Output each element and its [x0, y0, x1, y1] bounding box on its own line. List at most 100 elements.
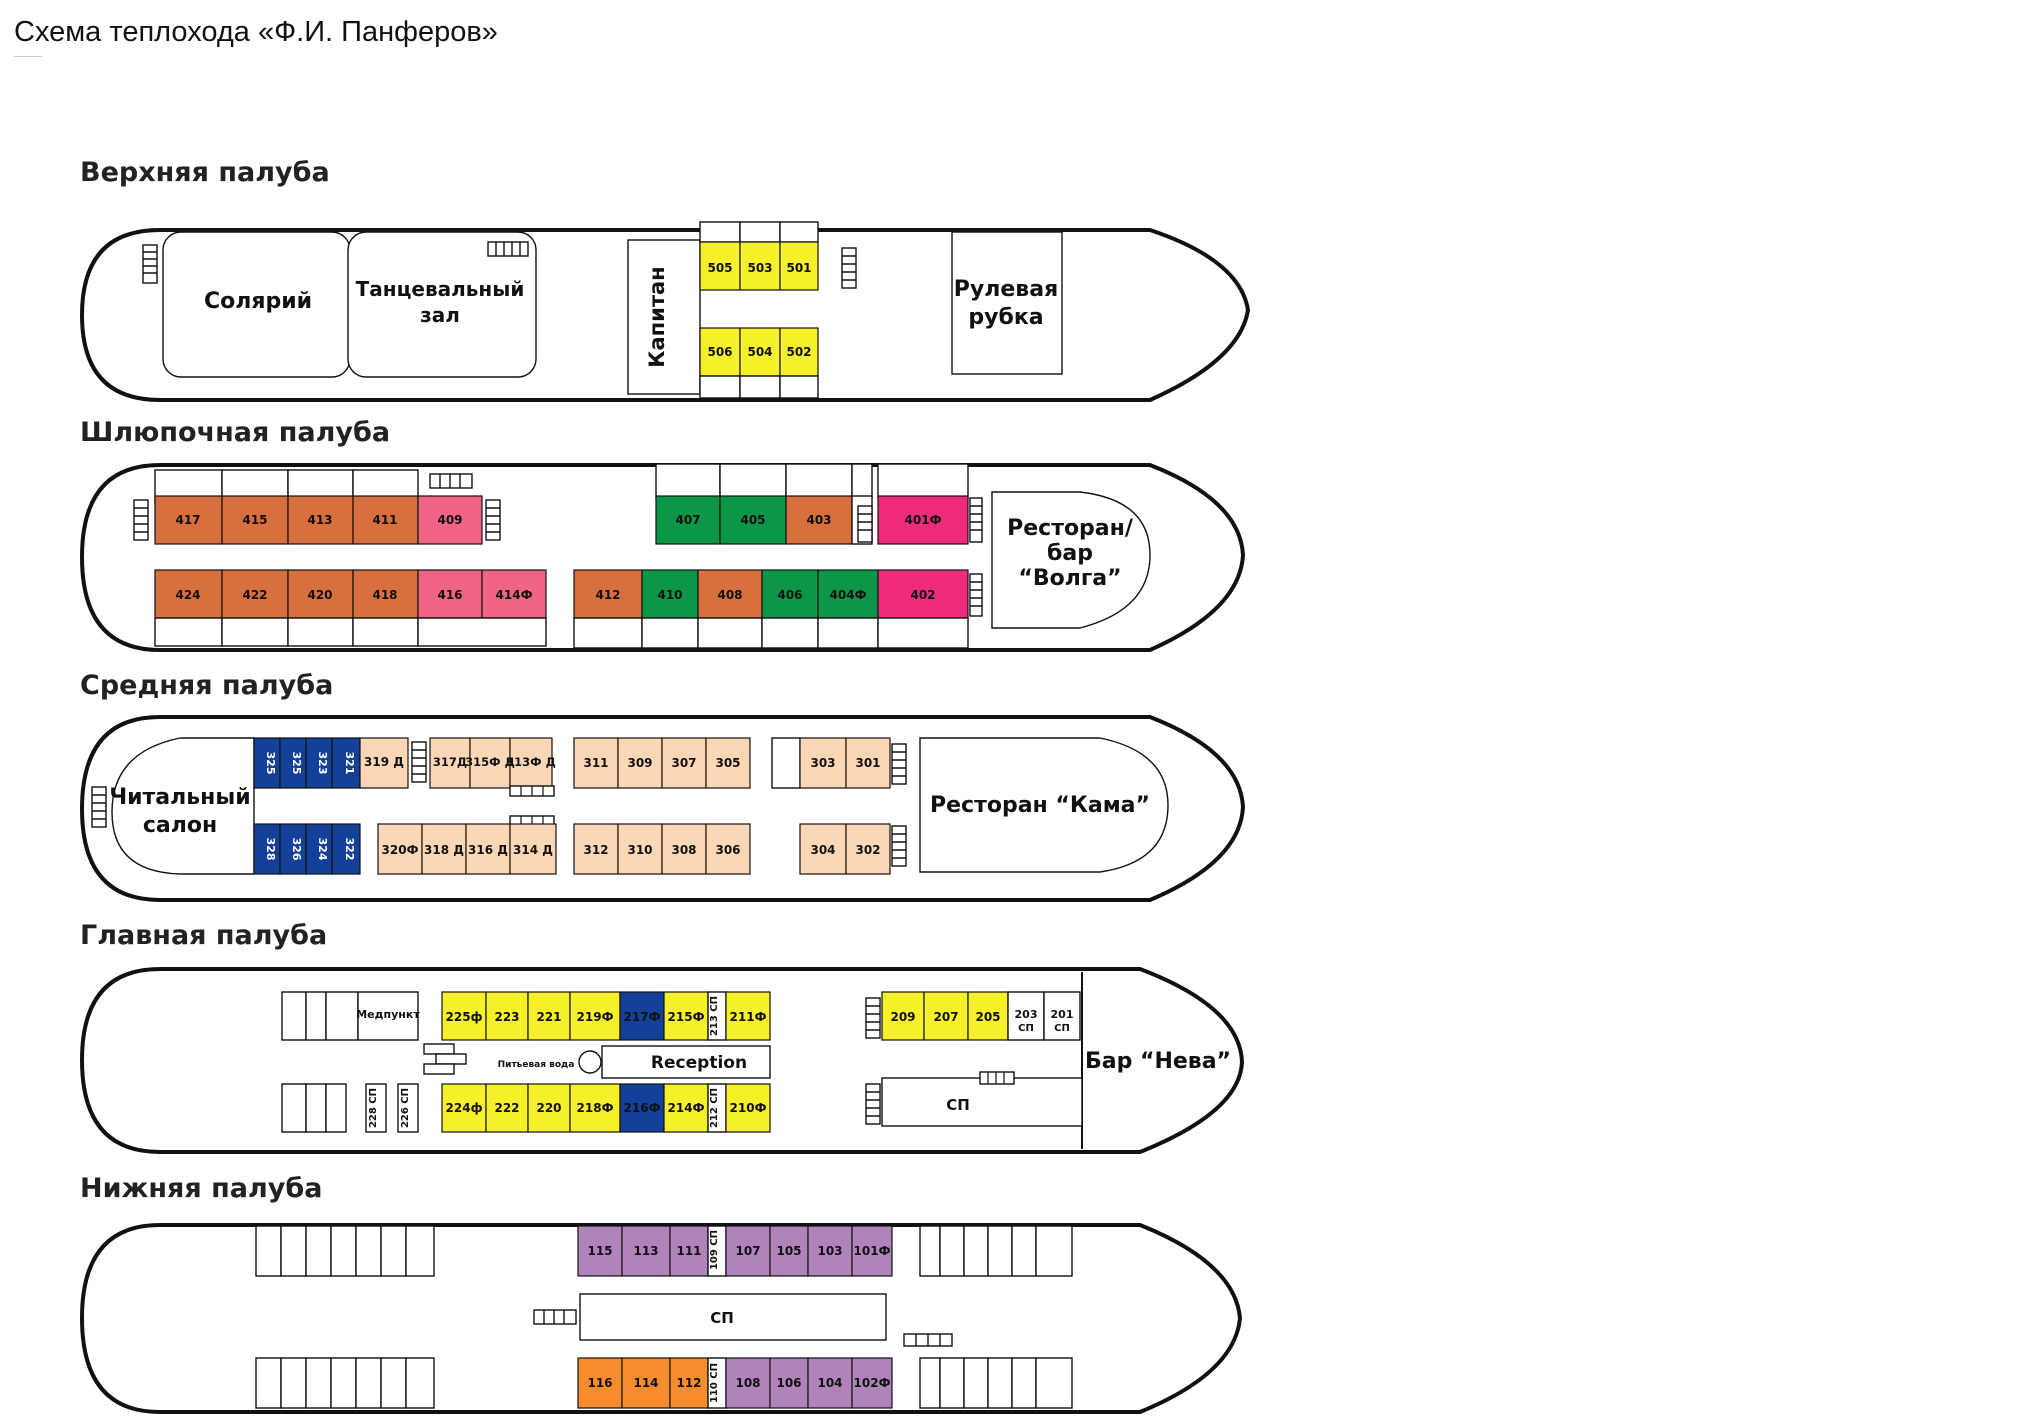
svg-text:505: 505 — [707, 261, 732, 275]
svg-text:420: 420 — [307, 588, 332, 602]
svg-text:101Ф: 101Ф — [854, 1244, 891, 1258]
svg-text:220: 220 — [536, 1101, 561, 1115]
svg-text:314 Д: 314 Д — [513, 843, 553, 857]
svg-text:407: 407 — [675, 513, 700, 527]
deck-upper-plan: Солярий Танцевальный зал Капитан 505 503… — [79, 221, 1251, 402]
deck-lower-plan: 115 113 111 109 СП 107 105 103 101Ф СП 1… — [79, 1223, 1243, 1414]
cabin-row-bottom-right: 412 410 408 406 404Ф 402 — [573, 569, 969, 649]
svg-text:201: 201 — [1051, 1008, 1074, 1021]
stair-icon — [509, 785, 555, 797]
stair-icon — [533, 1309, 577, 1325]
captain-room — [627, 239, 701, 395]
svg-text:328: 328 — [264, 838, 277, 861]
svg-text:107: 107 — [735, 1244, 760, 1258]
room-row-bottom-left — [255, 1357, 435, 1409]
medpoint-label: Медпункт — [356, 1008, 420, 1021]
svg-text:103: 103 — [817, 1244, 842, 1258]
svg-text:102Ф: 102Ф — [854, 1376, 891, 1390]
svg-text:116: 116 — [587, 1376, 612, 1390]
svg-text:321: 321 — [343, 752, 356, 775]
svg-text:203: 203 — [1015, 1008, 1038, 1021]
svg-text:410: 410 — [657, 588, 682, 602]
svg-text:414Ф: 414Ф — [496, 588, 533, 602]
svg-text:506: 506 — [707, 345, 732, 359]
svg-text:214Ф: 214Ф — [668, 1101, 705, 1115]
svg-text:302: 302 — [855, 843, 880, 857]
svg-text:221: 221 — [536, 1010, 561, 1024]
svg-text:307: 307 — [671, 756, 696, 770]
room-row-bottom-right — [919, 1357, 1073, 1409]
cabin-row-bottom: 224ф 222 220 218Ф 216Ф 214Ф 212 СП 210Ф — [441, 1083, 771, 1133]
svg-text:104: 104 — [817, 1376, 842, 1390]
svg-text:415: 415 — [242, 513, 267, 527]
room-row-top-left: Медпункт — [281, 991, 420, 1041]
bar-neva-label: Бар “Нева” — [1085, 1049, 1231, 1074]
svg-text:108: 108 — [735, 1376, 760, 1390]
svg-text:223: 223 — [494, 1010, 519, 1024]
stair-icon — [891, 743, 907, 785]
svg-text:424: 424 — [175, 588, 200, 602]
svg-text:406: 406 — [777, 588, 802, 602]
svg-text:308: 308 — [671, 843, 696, 857]
cabin-row-top: 115 113 111 109 СП 107 105 103 101Ф — [577, 1225, 893, 1277]
svg-text:325: 325 — [264, 752, 277, 775]
page-title: Схема теплохода «Ф.И. Панферов» — [14, 16, 498, 48]
restaurant-volga-label: “Волга” — [1018, 566, 1121, 591]
reception-label: Reception — [651, 1053, 747, 1073]
svg-text:325: 325 — [290, 752, 303, 775]
deck-title-upper: Верхняя палуба — [80, 157, 330, 188]
deck-title-lower: Нижняя палуба — [80, 1173, 323, 1204]
svg-text:215Ф: 215Ф — [668, 1010, 705, 1024]
svg-text:218Ф: 218Ф — [577, 1101, 614, 1115]
svg-text:322: 322 — [343, 838, 356, 861]
svg-text:109 СП: 109 СП — [709, 1230, 720, 1270]
stair-icon — [857, 505, 873, 543]
drinking-water-icon — [578, 1050, 602, 1074]
svg-text:504: 504 — [747, 345, 772, 359]
svg-text:СП: СП — [1018, 1023, 1034, 1034]
svg-text:301: 301 — [855, 756, 880, 770]
svg-text:219Ф: 219Ф — [577, 1010, 614, 1024]
svg-text:319 Д: 319 Д — [364, 755, 404, 769]
wheelhouse-label: Рулевая — [954, 277, 1058, 302]
svg-text:411: 411 — [372, 513, 397, 527]
svg-text:405: 405 — [740, 513, 765, 527]
cabin-row-top: 505 503 501 — [699, 221, 819, 291]
stair-icon — [142, 244, 158, 284]
svg-text:326: 326 — [290, 838, 303, 861]
svg-text:312: 312 — [583, 843, 608, 857]
title-divider — [14, 56, 42, 57]
reading-salon-label: салон — [143, 813, 217, 838]
stair-icon — [133, 499, 149, 541]
svg-text:313Ф Д: 313Ф Д — [506, 755, 556, 769]
deck-main-plan: Медпункт 225ф 223 221 219Ф 217Ф 215Ф 213… — [79, 967, 1245, 1154]
cabin-row-top-right: 407 405 403 401Ф — [655, 463, 969, 545]
svg-text:413: 413 — [307, 513, 332, 527]
service-room — [579, 1293, 887, 1341]
svg-text:501: 501 — [786, 261, 811, 275]
cabin-row-top-center: 311 309 307 305 — [573, 737, 751, 789]
deck-title-middle: Средняя палуба — [80, 670, 334, 701]
cabin-row-top-mid: 317Д 315Ф Д 313Ф Д — [429, 737, 556, 789]
stair-icon — [487, 241, 529, 257]
svg-text:416: 416 — [437, 588, 462, 602]
stair-icon — [891, 825, 907, 867]
stair-icon — [903, 1333, 953, 1347]
svg-text:211Ф: 211Ф — [730, 1010, 767, 1024]
svg-text:225ф: 225ф — [446, 1010, 483, 1024]
drinking-water-label: Питьевая вода — [498, 1060, 575, 1070]
wheelhouse-room — [951, 231, 1063, 375]
svg-text:216Ф: 216Ф — [624, 1101, 661, 1115]
svg-text:СП: СП — [1054, 1023, 1070, 1034]
svg-text:105: 105 — [776, 1244, 801, 1258]
reading-salon-label: Читальный — [109, 785, 250, 810]
stair-icon — [979, 1071, 1015, 1085]
svg-text:213 СП: 213 СП — [709, 996, 720, 1036]
svg-text:503: 503 — [747, 261, 772, 275]
svg-text:408: 408 — [717, 588, 742, 602]
cabin-row-top: 225ф 223 221 219Ф 217Ф 215Ф 213 СП 211Ф — [441, 991, 771, 1041]
svg-text:209: 209 — [890, 1010, 915, 1024]
room-row-top-left — [255, 1225, 435, 1277]
stair-icon — [423, 1043, 467, 1075]
svg-text:212 СП: 212 СП — [709, 1088, 720, 1128]
